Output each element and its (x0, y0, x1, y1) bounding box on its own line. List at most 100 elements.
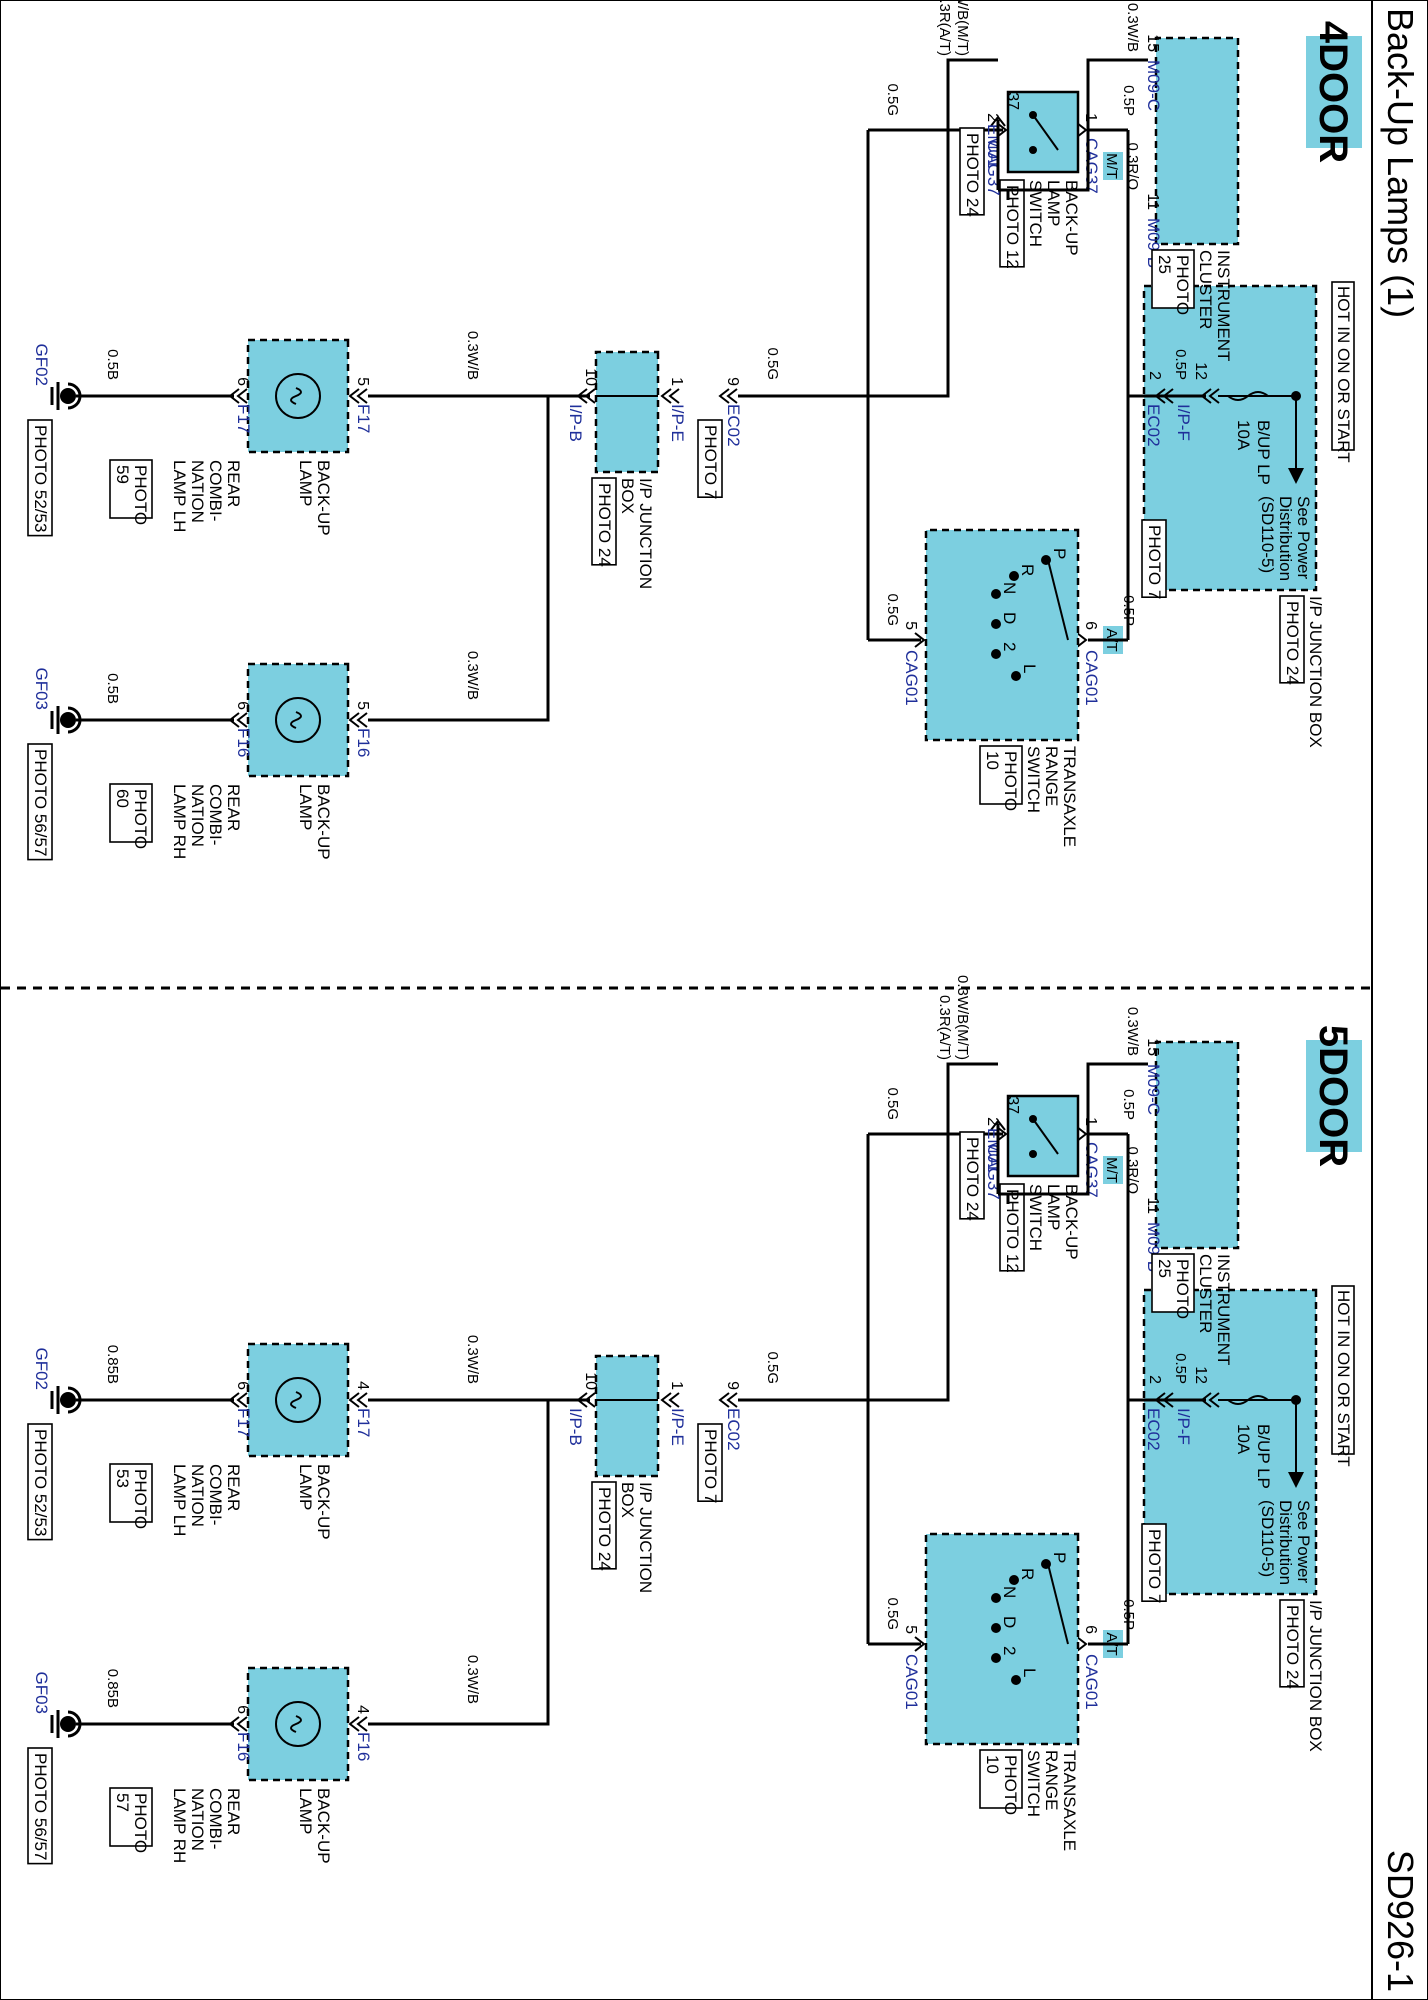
sec0-rh-label-2: NATION (188, 784, 207, 847)
sec0-lh-label-2: NATION (188, 460, 207, 523)
sec0-lh-out-connector-a (236, 388, 248, 404)
sec1-gf03-photo-box (27, 1747, 53, 1865)
sec1-cluster-photo-text-0: PHOTO (1173, 1259, 1192, 1319)
sec1-ec02-top-photo-text-0: PHOTO 7 (1145, 1529, 1164, 1603)
sec0-wire-g-ec02: 0.5G (764, 347, 781, 380)
sec1-ipf-connector-a (1208, 1392, 1220, 1408)
sec1-range-mode-1: R (1018, 1568, 1037, 1580)
sec1-gf03-ground-arc (67, 1710, 82, 1738)
sec1-m09c-pin: 15 (1144, 1038, 1161, 1056)
sec1-backup-switch (1006, 1094, 1080, 1178)
sec1-rh-in-pin: 4 (354, 1705, 371, 1714)
sec0-ipe-pin: 1 (668, 377, 685, 386)
sec0-see-power-arrow (1288, 468, 1304, 484)
sec1-gf03-ground-dot (60, 1716, 76, 1732)
sec0-cag37-pin1-connector (1076, 122, 1088, 138)
sec0-cag01-pin5: 5 (902, 621, 919, 630)
sec1-m09b-pin: 11 (1144, 1197, 1161, 1214)
sec0-cluster-photo-text-1: 25 (1155, 255, 1174, 274)
sec1-see-power-ref: (SD110-5) (1258, 1500, 1277, 1577)
sec1-wire-rh-label: 0.3W/B (464, 1655, 481, 1704)
sec1-wire-rh-b: 0.85B (104, 1669, 121, 1708)
sec0-rh-out-pin: 6 (234, 701, 251, 710)
sec0-ec02-mid-connector-b (718, 388, 730, 404)
sec0-wire-wb-mt: 0.3W/B (1124, 3, 1141, 52)
sec1-gf03-photo-text-0: PHOTO 56/57 (31, 1753, 50, 1860)
sec0-trans-switch (924, 528, 1080, 742)
sec0-backup-switch (1006, 90, 1080, 174)
sec0-cluster-label-1: CLUSTER (1196, 250, 1215, 329)
sec0-ec02-top-photo-box (1141, 519, 1167, 598)
sec1-rh-in-connector-b (348, 1716, 360, 1732)
sec0-see-power-1: See Power (1294, 496, 1313, 579)
sec0-wire-ipf: 0.5P (1172, 349, 1189, 380)
sec1-range-contact-4 (991, 1653, 1001, 1663)
sec1-range-mode-5: L (1020, 1668, 1039, 1677)
sec1-ec02-mid-conn: EC02 (724, 1408, 743, 1451)
sec0-ec02-mid-photo-box (697, 419, 723, 498)
sec1-range-mode-0: P (1050, 1552, 1069, 1563)
sec0-cag37-pin1: 1 (1082, 113, 1099, 122)
sec0-ec02-mid-photo-text-0: PHOTO 7 (701, 425, 720, 499)
sec1-gf02-photo-text-0: PHOTO 52/53 (31, 1429, 50, 1536)
sec0-mt-tag-text: M/T (1103, 153, 1120, 179)
sec0-trans-photo-text-0: PHOTO (1001, 751, 1020, 811)
sec0-ipbox (1142, 284, 1318, 592)
sec0-range-contact-2 (991, 589, 1001, 599)
sec1-see-power-1: See Power (1294, 1500, 1313, 1583)
sec1-range-contact-2 (991, 1593, 1001, 1603)
sec0-ipe-connector-b (660, 388, 672, 404)
sec1-wire-at-p: 0.5P (1120, 1599, 1137, 1630)
sec0-backup-switch-label-1: LAMP (1044, 180, 1063, 226)
sec1-range-contact-3 (991, 1623, 1001, 1633)
sec1-em01-photo-box (959, 1131, 985, 1220)
sec0-rh-lamp-bulb (275, 697, 321, 743)
sec0-gf03-photo-box (27, 743, 53, 861)
sec0-cag01-pin6: 6 (1082, 621, 1099, 630)
sec1-cluster-label-1: CLUSTER (1196, 1254, 1215, 1333)
sec1-lh-out-conn: F17 (234, 1408, 253, 1437)
sec1-ec02-top-conn: EC02 (1144, 1408, 1163, 1451)
sec0-lh-photo-text-1: 59 (113, 465, 132, 484)
sec1-wire-cluster-mt-path (998, 1062, 1148, 1196)
diagram-code: SD926-1 (1380, 1850, 1421, 1992)
sec0-rh-label-3: LAMP RH (170, 784, 189, 859)
sec1-mt-tag-text: M/T (1103, 1157, 1120, 1183)
sec1-ipe-pin: 1 (668, 1381, 685, 1390)
sec0-range-contact-3 (991, 619, 1001, 629)
sec1-range-contact-5 (1011, 1675, 1021, 1685)
diagram-title: Back-Up Lamps (1) (1380, 8, 1421, 318)
sec0-wire-cluster-at: 0.3R(A/T) (936, 0, 953, 56)
sec0-rh-in-conn: F16 (354, 728, 373, 757)
sec1-rh-out-conn: F16 (234, 1732, 253, 1761)
sec0-rh-in-pin: 5 (354, 701, 371, 710)
sec1-trans-photo-text-0: PHOTO (1001, 1755, 1020, 1815)
sec0-wire-cluster (868, 58, 998, 398)
sec0-gf03-ground-arc (67, 706, 82, 734)
sec1-rh-photo-text-1: 57 (113, 1793, 132, 1812)
sec0-ipbox2-label-0: I/P JUNCTION (636, 478, 655, 589)
sec0-cag01-pin5-connector (914, 632, 926, 648)
sec0-gf02-label: GF02 (32, 343, 51, 386)
sec0-wire-lh-label: 0.3W/B (464, 331, 481, 380)
sec0-em01-photo-text-0: PHOTO 24 (963, 133, 982, 217)
sec0-ec02-pin9: 9 (724, 377, 741, 386)
sec0-gf03-label: GF03 (32, 667, 51, 710)
sec0-cluster-label-0: INSTRUMENT (1214, 250, 1233, 361)
sec0-range-contact-4 (991, 649, 1001, 659)
sec0-range-arm (1047, 559, 1069, 641)
sec0-lh-lamp-label-1: LAMP (296, 460, 315, 506)
sec0-cag37-pin2: 2 (984, 113, 1001, 122)
sec0-trans-label-2: SWITCH (1024, 746, 1043, 813)
sec0-lh-label-3: LAMP LH (170, 460, 189, 532)
sec1-range-arm (1047, 1563, 1069, 1645)
sec0-rh-in-connector-b (348, 712, 360, 728)
sec0-wire-at-p: 0.5P (1120, 595, 1137, 626)
sec0-rh-lamp-label-1: LAMP (296, 784, 315, 830)
sec1-mt-tag-bg (1103, 1156, 1123, 1184)
sec1-range-contact-1 (1009, 1575, 1019, 1585)
sec1-ipbox-photo-text-0: PHOTO 24 (1283, 1605, 1302, 1689)
sec1-lh-in-conn: F17 (354, 1408, 373, 1437)
sec0-em01-pin: 37 (1004, 92, 1021, 110)
